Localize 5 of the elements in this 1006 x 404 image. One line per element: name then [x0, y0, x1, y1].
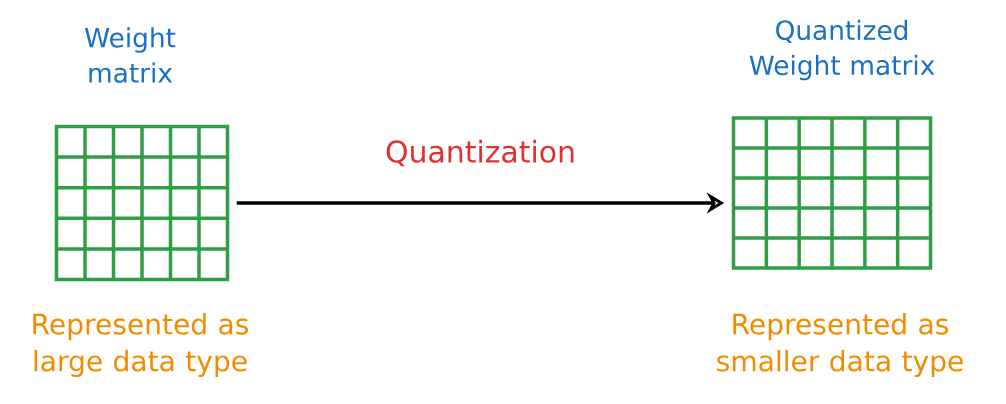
node-label: Represented as large data type — [33, 312, 249, 378]
heading: Weight matrix — [84, 27, 176, 83]
edge-label: Quantization — [386, 139, 574, 167]
heading: Quantized Weight matrix — [749, 19, 935, 81]
node-label: Represented as smaller data type — [717, 312, 963, 378]
